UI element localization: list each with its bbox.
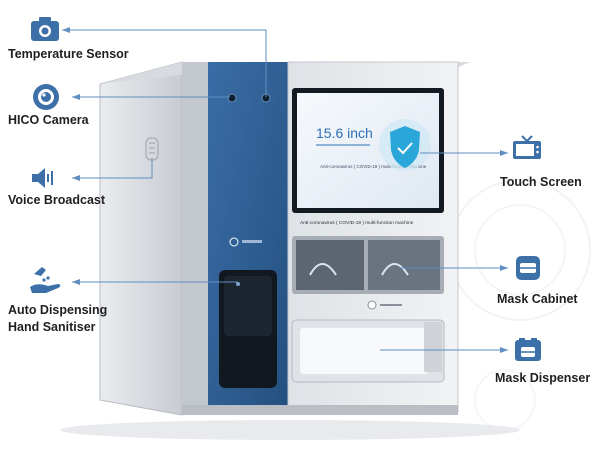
mask-cabinet-icon	[516, 256, 540, 280]
label-auto-dispensing-hand-sanitiser: Auto Dispensing Hand Sanitiser	[8, 303, 108, 334]
label-mask-cabinet: Mask Cabinet	[497, 292, 578, 306]
mask-dispenser-icon	[515, 338, 541, 361]
camera-icon	[31, 17, 59, 41]
screen-subtitle-text: Anti-coronavirus ( COVID-19 ) multi-func…	[320, 164, 427, 169]
side-panel	[99, 61, 183, 416]
leader-lines	[62, 29, 508, 351]
lens-icon	[33, 84, 59, 110]
shield-emblem	[379, 119, 431, 171]
floor-shadow	[60, 420, 520, 440]
label-mask-dispenser: Mask Dispenser	[495, 371, 591, 385]
panel-label-text: Anti-coronavirus ( COVID-19 ) multi-func…	[300, 220, 414, 226]
label-hico-camera: HICO Camera	[8, 113, 89, 127]
screen-size-text: 15.6 inch	[316, 125, 373, 141]
leader-arrowheads	[62, 27, 508, 353]
tv-screen-icon	[513, 135, 541, 159]
hand-sanitiser-icon	[30, 267, 61, 293]
label-voice-broadcast: Voice Broadcast	[8, 193, 106, 207]
label-temperature-sensor: Temperature Sensor	[8, 47, 129, 61]
label-touch-screen: Touch Screen	[500, 175, 582, 189]
speaker-icon	[32, 168, 53, 188]
